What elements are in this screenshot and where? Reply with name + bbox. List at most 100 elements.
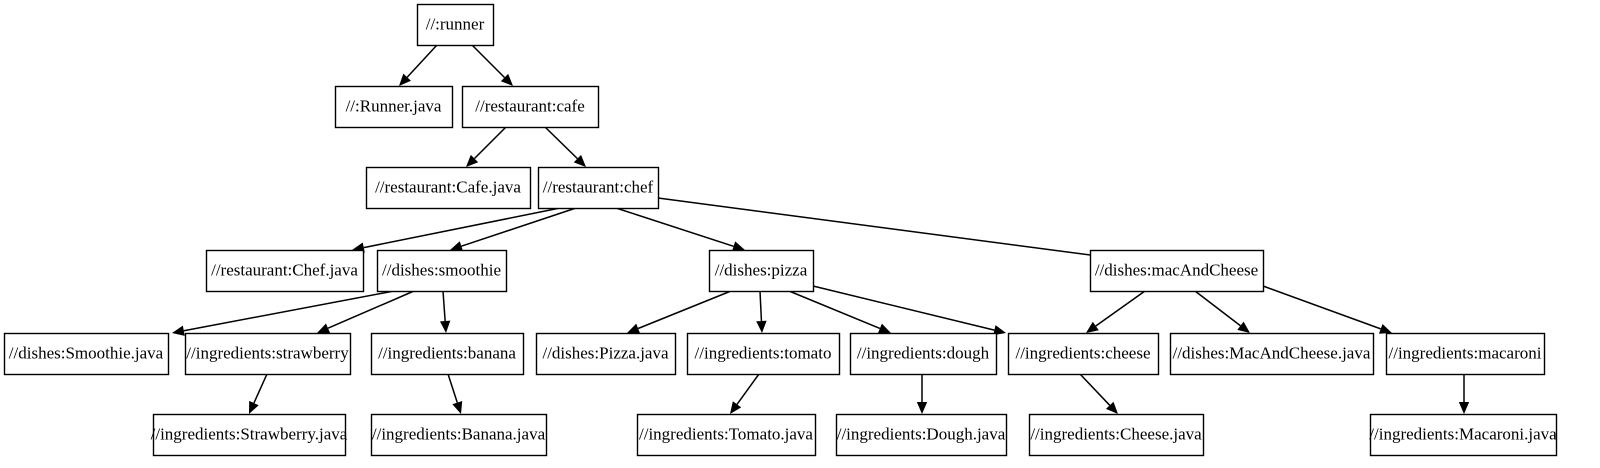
node-box	[1007, 332, 1160, 376]
node-box	[370, 332, 525, 376]
node-label: //dishes:pizza	[715, 260, 808, 279]
node-box	[205, 249, 365, 293]
arrowhead-icon	[1105, 401, 1118, 414]
node-restaurant_chef[interactable]: //restaurant:chef	[537, 166, 660, 210]
edge-restaurant_cafe-to-restaurant_chef	[544, 126, 586, 167]
edge-smoothie-to-strawberry	[317, 290, 415, 334]
node-restaurant_cafe[interactable]: //restaurant:cafe	[461, 85, 600, 129]
edge-strawberry-to-strawberry_java	[249, 373, 268, 414]
node-label: //ingredients:Dough.java	[837, 424, 1006, 443]
edge-line	[253, 373, 268, 404]
node-label: //ingredients:macaroni	[1389, 343, 1542, 362]
edge-smoothie-to-banana	[439, 290, 451, 333]
nodes-layer: //:runner //:Runner.java//restaurant:cafe…	[3, 3, 1558, 457]
node-box	[365, 166, 532, 210]
node-smoothie[interactable]: //dishes:smoothie	[376, 249, 508, 293]
edge-line	[736, 373, 760, 405]
node-runner[interactable]: //:runner	[416, 3, 495, 47]
node-dough_java[interactable]: //ingredients:Dough.java	[835, 413, 1008, 457]
node-pizza_java[interactable]: //dishes:Pizza.java	[535, 332, 677, 376]
node-label: //ingredients:Strawberry.java	[151, 424, 348, 443]
edge-line	[657, 197, 1102, 258]
edge-line	[615, 207, 734, 247]
node-label: //ingredients:dough	[857, 343, 990, 362]
arrowhead-icon	[500, 73, 513, 86]
arrowhead-icon	[573, 154, 586, 167]
node-box	[3, 332, 170, 376]
edges-layer	[172, 44, 1470, 414]
node-runner_java[interactable]: //:Runner.java	[334, 85, 454, 129]
node-macaroni[interactable]: //ingredients:macaroni	[1385, 332, 1546, 376]
node-label: //ingredients:tomato	[695, 343, 832, 362]
node-label: //dishes:Pizza.java	[542, 343, 669, 362]
node-smoothie_java[interactable]: //dishes:Smoothie.java	[3, 332, 170, 376]
arrowhead-icon	[993, 325, 1006, 336]
node-box	[1089, 249, 1265, 293]
edge-line	[442, 290, 446, 322]
node-label: //restaurant:Chef.java	[211, 260, 358, 279]
arrowhead-icon	[756, 320, 767, 333]
node-label: //ingredients:strawberry	[186, 343, 349, 362]
node-tomato[interactable]: //ingredients:tomato	[686, 332, 841, 376]
arrowhead-icon	[1378, 324, 1392, 334]
edge-dough-to-dough_java	[916, 374, 928, 414]
arrowhead-icon	[1458, 402, 1470, 414]
arrowhead-icon	[731, 241, 745, 252]
edge-line	[461, 207, 577, 247]
edge-line	[183, 290, 395, 332]
arrowhead-icon	[249, 400, 259, 414]
node-dough[interactable]: //ingredients:dough	[849, 332, 998, 376]
arrowhead-icon	[466, 154, 479, 167]
edge-restaurant_chef-to-smoothie	[450, 207, 577, 252]
node-macandcheese_java[interactable]: //dishes:MacAndCheese.java	[1169, 332, 1375, 376]
edge-line	[637, 290, 732, 330]
node-label: //ingredients:Macaroni.java	[1369, 424, 1557, 443]
node-box	[708, 249, 815, 293]
edge-macaroni-to-macaroni_java	[1458, 374, 1470, 414]
edge-line	[447, 373, 459, 403]
node-strawberry_java[interactable]: //ingredients:Strawberry.java	[151, 413, 348, 457]
arrowhead-icon	[916, 402, 928, 414]
node-pizza[interactable]: //dishes:pizza	[708, 249, 815, 293]
node-box	[152, 413, 347, 457]
node-banana_java[interactable]: //ingredients:Banana.java	[370, 413, 548, 457]
node-box	[1369, 413, 1558, 457]
edge-line	[471, 44, 506, 79]
node-cheese[interactable]: //ingredients:cheese	[1007, 332, 1160, 376]
node-box	[1169, 332, 1375, 376]
edge-runner-to-runner_java	[399, 44, 438, 86]
arrowhead-icon	[317, 323, 331, 334]
edge-line	[1095, 290, 1146, 327]
edge-restaurant_chef-to-pizza	[615, 207, 745, 252]
node-label: //ingredients:Banana.java	[372, 424, 546, 443]
edge-line	[788, 290, 881, 330]
node-label: //dishes:macAndCheese	[1095, 260, 1258, 279]
node-strawberry[interactable]: //ingredients:strawberry	[184, 332, 352, 376]
node-chef_java[interactable]: //restaurant:Chef.java	[205, 249, 365, 293]
node-cafe_java[interactable]: //restaurant:Cafe.java	[365, 166, 532, 210]
node-tomato_java[interactable]: //ingredients:Tomato.java	[636, 413, 817, 457]
node-macaroni_java[interactable]: //ingredients:Macaroni.java	[1369, 413, 1558, 457]
edge-macandcheese-to-cheese	[1086, 290, 1146, 333]
edge-tomato-to-tomato_java	[730, 373, 760, 414]
node-box	[835, 413, 1008, 457]
node-label: //:runner	[426, 14, 485, 33]
edge-pizza-to-pizza_java	[627, 290, 732, 334]
arrowhead-icon	[450, 241, 464, 252]
arrowhead-icon	[877, 323, 891, 334]
arrowhead-icon	[399, 73, 411, 86]
node-label: //ingredients:banana	[378, 343, 516, 362]
edge-line	[327, 290, 415, 329]
arrowhead-icon	[172, 325, 185, 336]
edge-pizza-to-tomato	[756, 290, 767, 333]
node-macandcheese[interactable]: //dishes:macAndCheese	[1089, 249, 1265, 293]
edge-line	[812, 285, 995, 331]
edge-restaurant_cafe-to-cafe_java	[466, 126, 507, 167]
node-banana[interactable]: //ingredients:banana	[370, 332, 525, 376]
node-label: //ingredients:cheese	[1015, 343, 1150, 362]
node-box	[535, 332, 677, 376]
node-cheese_java[interactable]: //ingredients:Cheese.java	[1028, 413, 1205, 457]
node-box	[849, 332, 998, 376]
